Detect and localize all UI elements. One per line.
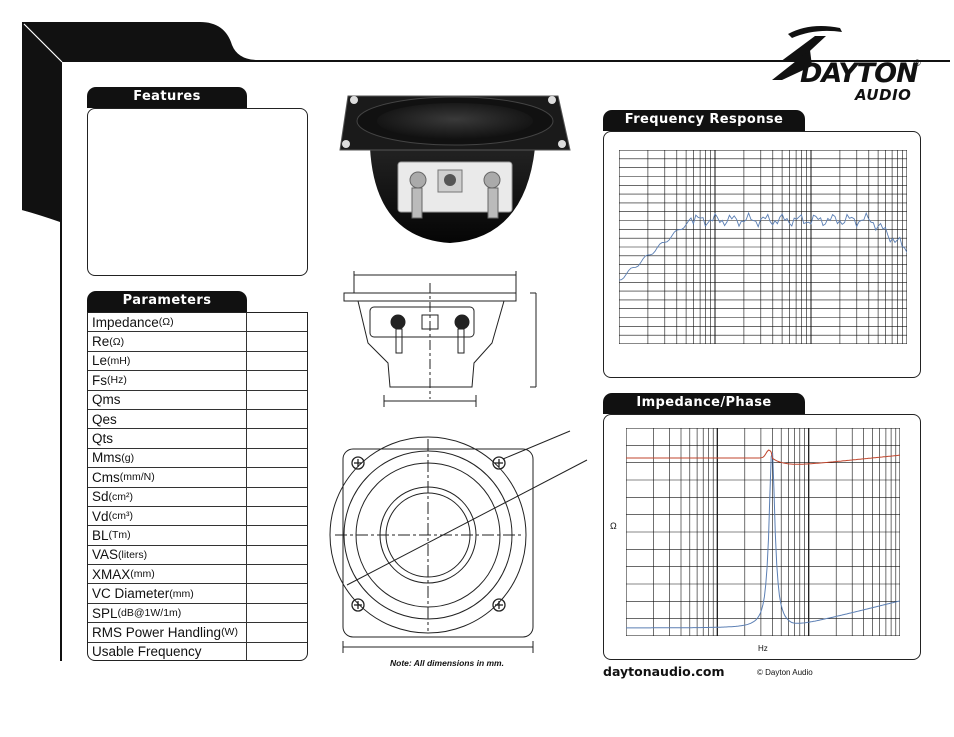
parameter-name: Qes bbox=[92, 411, 117, 427]
website-link[interactable]: daytonaudio.com bbox=[603, 664, 725, 679]
parameter-label: Usable FrequencyRange (Hz) bbox=[88, 642, 247, 661]
parameter-label: RMS Power Handling (W) bbox=[88, 623, 247, 642]
parameter-label: Vd (cm³) bbox=[88, 506, 247, 526]
frequency-response-curve bbox=[619, 211, 907, 281]
parameter-row: Qes bbox=[88, 409, 307, 430]
logo-name: DAYTON bbox=[800, 58, 919, 89]
parameter-name: Impedance bbox=[92, 314, 159, 330]
parameter-unit: (W) bbox=[221, 626, 238, 639]
parameter-unit: (dB@1W/1m) bbox=[117, 607, 182, 620]
parameter-row: Fs (Hz) bbox=[88, 371, 307, 391]
impedance-phase-panel: Ω Hz bbox=[603, 414, 921, 660]
parameter-name: Mms bbox=[92, 450, 122, 466]
impedance-phase-heading: Impedance/Phase bbox=[603, 393, 805, 414]
parameter-label: Cms (mm/N) bbox=[88, 468, 247, 487]
parameter-name: VC Diameter bbox=[92, 586, 170, 602]
parameter-name: Sd bbox=[92, 489, 109, 505]
parameter-row: BL (Tm) bbox=[88, 526, 307, 546]
parameter-unit: (Ω) bbox=[109, 335, 125, 348]
parameter-row: Vd (cm³) bbox=[88, 506, 307, 527]
parameter-row: VC Diameter (mm) bbox=[88, 584, 307, 604]
parameter-row: Le (mH) bbox=[88, 351, 307, 372]
parameter-label: Fs (Hz) bbox=[88, 371, 247, 390]
parameter-unit: (mm) bbox=[169, 587, 194, 600]
parameter-label: Re (Ω) bbox=[88, 332, 247, 351]
parameter-label: Qts bbox=[88, 429, 247, 448]
parameter-unit: (cm²) bbox=[108, 490, 134, 503]
registered-mark: ® bbox=[914, 58, 921, 68]
phase-curve bbox=[626, 449, 900, 465]
logo-audio: AUDIO bbox=[855, 86, 912, 104]
parameter-row: SPL (dB@1W/1m) bbox=[88, 603, 307, 624]
parameter-row: Impedance (Ω) bbox=[88, 313, 307, 333]
front-view-drawing bbox=[329, 430, 588, 653]
parameter-row: Re (Ω) bbox=[88, 332, 307, 352]
parameter-unit: (mH) bbox=[107, 354, 131, 367]
parameter-name-line2: Range bbox=[92, 660, 136, 661]
parameter-label: Sd (cm²) bbox=[88, 487, 247, 506]
impedance-y-label: Ω bbox=[610, 521, 617, 531]
impedance-chart bbox=[626, 428, 900, 636]
parameter-label: XMAX (mm) bbox=[88, 565, 247, 584]
dayton-logo: DAYTON ® AUDIO bbox=[770, 22, 930, 104]
parameter-label: VC Diameter (mm) bbox=[88, 584, 247, 603]
impedance-x-label: Hz bbox=[758, 644, 768, 653]
parameter-name: Usable Frequency bbox=[92, 643, 202, 659]
parameter-row: Qms bbox=[88, 390, 307, 410]
parameter-row: XMAX (mm) bbox=[88, 565, 307, 585]
features-panel bbox=[87, 108, 308, 276]
parameter-row: Qts bbox=[88, 429, 307, 449]
parameters-heading: Parameters bbox=[87, 291, 247, 312]
parameter-name: BL bbox=[92, 527, 109, 543]
parameter-name: VAS bbox=[92, 547, 119, 563]
parameter-unit: (Tm) bbox=[108, 529, 131, 542]
parameter-unit: (mm/N) bbox=[119, 471, 155, 484]
parameter-label: VAS (liters) bbox=[88, 545, 247, 565]
features-heading: Features bbox=[87, 87, 247, 108]
parameter-label: BL (Tm) bbox=[88, 526, 247, 545]
parameter-name: Re bbox=[92, 334, 110, 350]
parameter-name: RMS Power Handling bbox=[92, 624, 222, 640]
parameter-unit: (liters) bbox=[118, 548, 148, 561]
parameter-name: Qms bbox=[92, 392, 121, 408]
dimensions-note: Note: All dimensions in mm. bbox=[390, 658, 504, 668]
impedance-curve bbox=[626, 452, 900, 629]
parameter-unit: (mm) bbox=[130, 568, 155, 581]
parameter-label: Qes bbox=[88, 409, 247, 429]
frequency-response-chart bbox=[619, 150, 907, 344]
parameter-unit: (Hz) bbox=[107, 374, 127, 387]
parameter-label: Impedance (Ω) bbox=[88, 313, 247, 332]
side-view-drawing bbox=[343, 271, 537, 407]
parameter-row: RMS Power Handling (W) bbox=[88, 623, 307, 643]
speaker-photo bbox=[339, 95, 571, 243]
parameter-label: Le (mH) bbox=[88, 351, 247, 371]
copyright: © Dayton Audio bbox=[757, 668, 813, 677]
logo-swoosh-icon bbox=[772, 26, 842, 80]
parameter-name: Qts bbox=[92, 431, 114, 447]
parameter-label: Qms bbox=[88, 390, 247, 409]
parameter-unit: (g) bbox=[121, 451, 135, 464]
parameter-label: Mms (g) bbox=[88, 448, 247, 468]
parameter-name: Cms bbox=[92, 469, 120, 485]
frequency-response-panel bbox=[603, 131, 921, 378]
parameter-name: XMAX bbox=[92, 566, 131, 582]
parameter-name: Vd bbox=[92, 508, 109, 524]
parameter-row: Sd (cm²) bbox=[88, 487, 307, 507]
parameter-name: Fs bbox=[92, 372, 107, 388]
frequency-response-heading: Frequency Response bbox=[603, 110, 805, 131]
parameter-name: Le bbox=[92, 353, 108, 369]
parameter-row: Mms (g) bbox=[88, 448, 307, 469]
parameter-row: Cms (mm/N) bbox=[88, 468, 307, 488]
parameter-unit: (cm³) bbox=[108, 510, 134, 523]
parameter-unit: (Ω) bbox=[158, 316, 174, 329]
parameter-row: Usable FrequencyRange (Hz) bbox=[88, 642, 307, 661]
parameter-name: SPL bbox=[92, 605, 118, 621]
parameter-row: VAS (liters) bbox=[88, 545, 307, 566]
parameter-label: SPL (dB@1W/1m) bbox=[88, 603, 247, 623]
